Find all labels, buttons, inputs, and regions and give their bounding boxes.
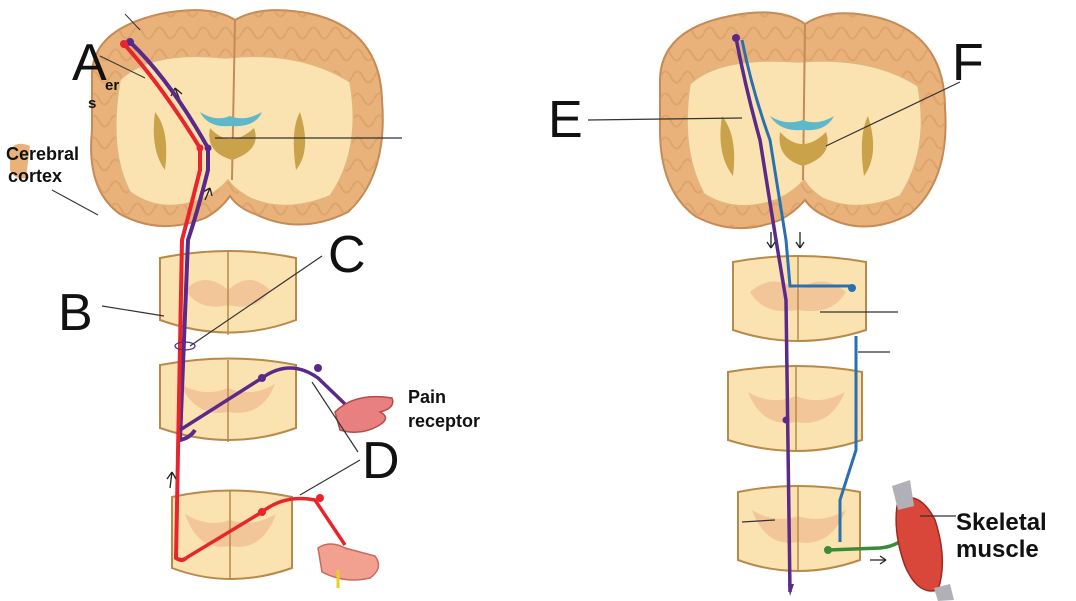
cerebral-cortex-label-line1: Cerebral [6,144,79,164]
skeletal-muscle-label-line1: Skeletal [956,509,1047,536]
foot-receptor-shape [318,544,379,580]
partial-label-top: er [105,77,119,94]
left-brain-section [91,10,383,226]
pain-receptor-label-line1: Pain [408,387,446,407]
right-spinal-section-1 [733,255,866,342]
right-brain-section [660,12,946,228]
label-b: B [58,284,93,342]
right-spinal-section-2 [728,366,862,452]
label-c: C [328,226,366,284]
label-a: A [72,34,107,92]
skeletal-muscle-shape [896,498,942,592]
cerebral-cortex-label-line2: cortex [8,166,62,186]
skeletal-muscle-label-line2: muscle [956,536,1039,563]
label-f: F [952,34,984,92]
pain-receptor-label-line2: receptor [408,411,480,431]
label-e: E [548,91,583,149]
partial-label-bottom: s [88,95,96,112]
label-d: D [362,432,400,490]
